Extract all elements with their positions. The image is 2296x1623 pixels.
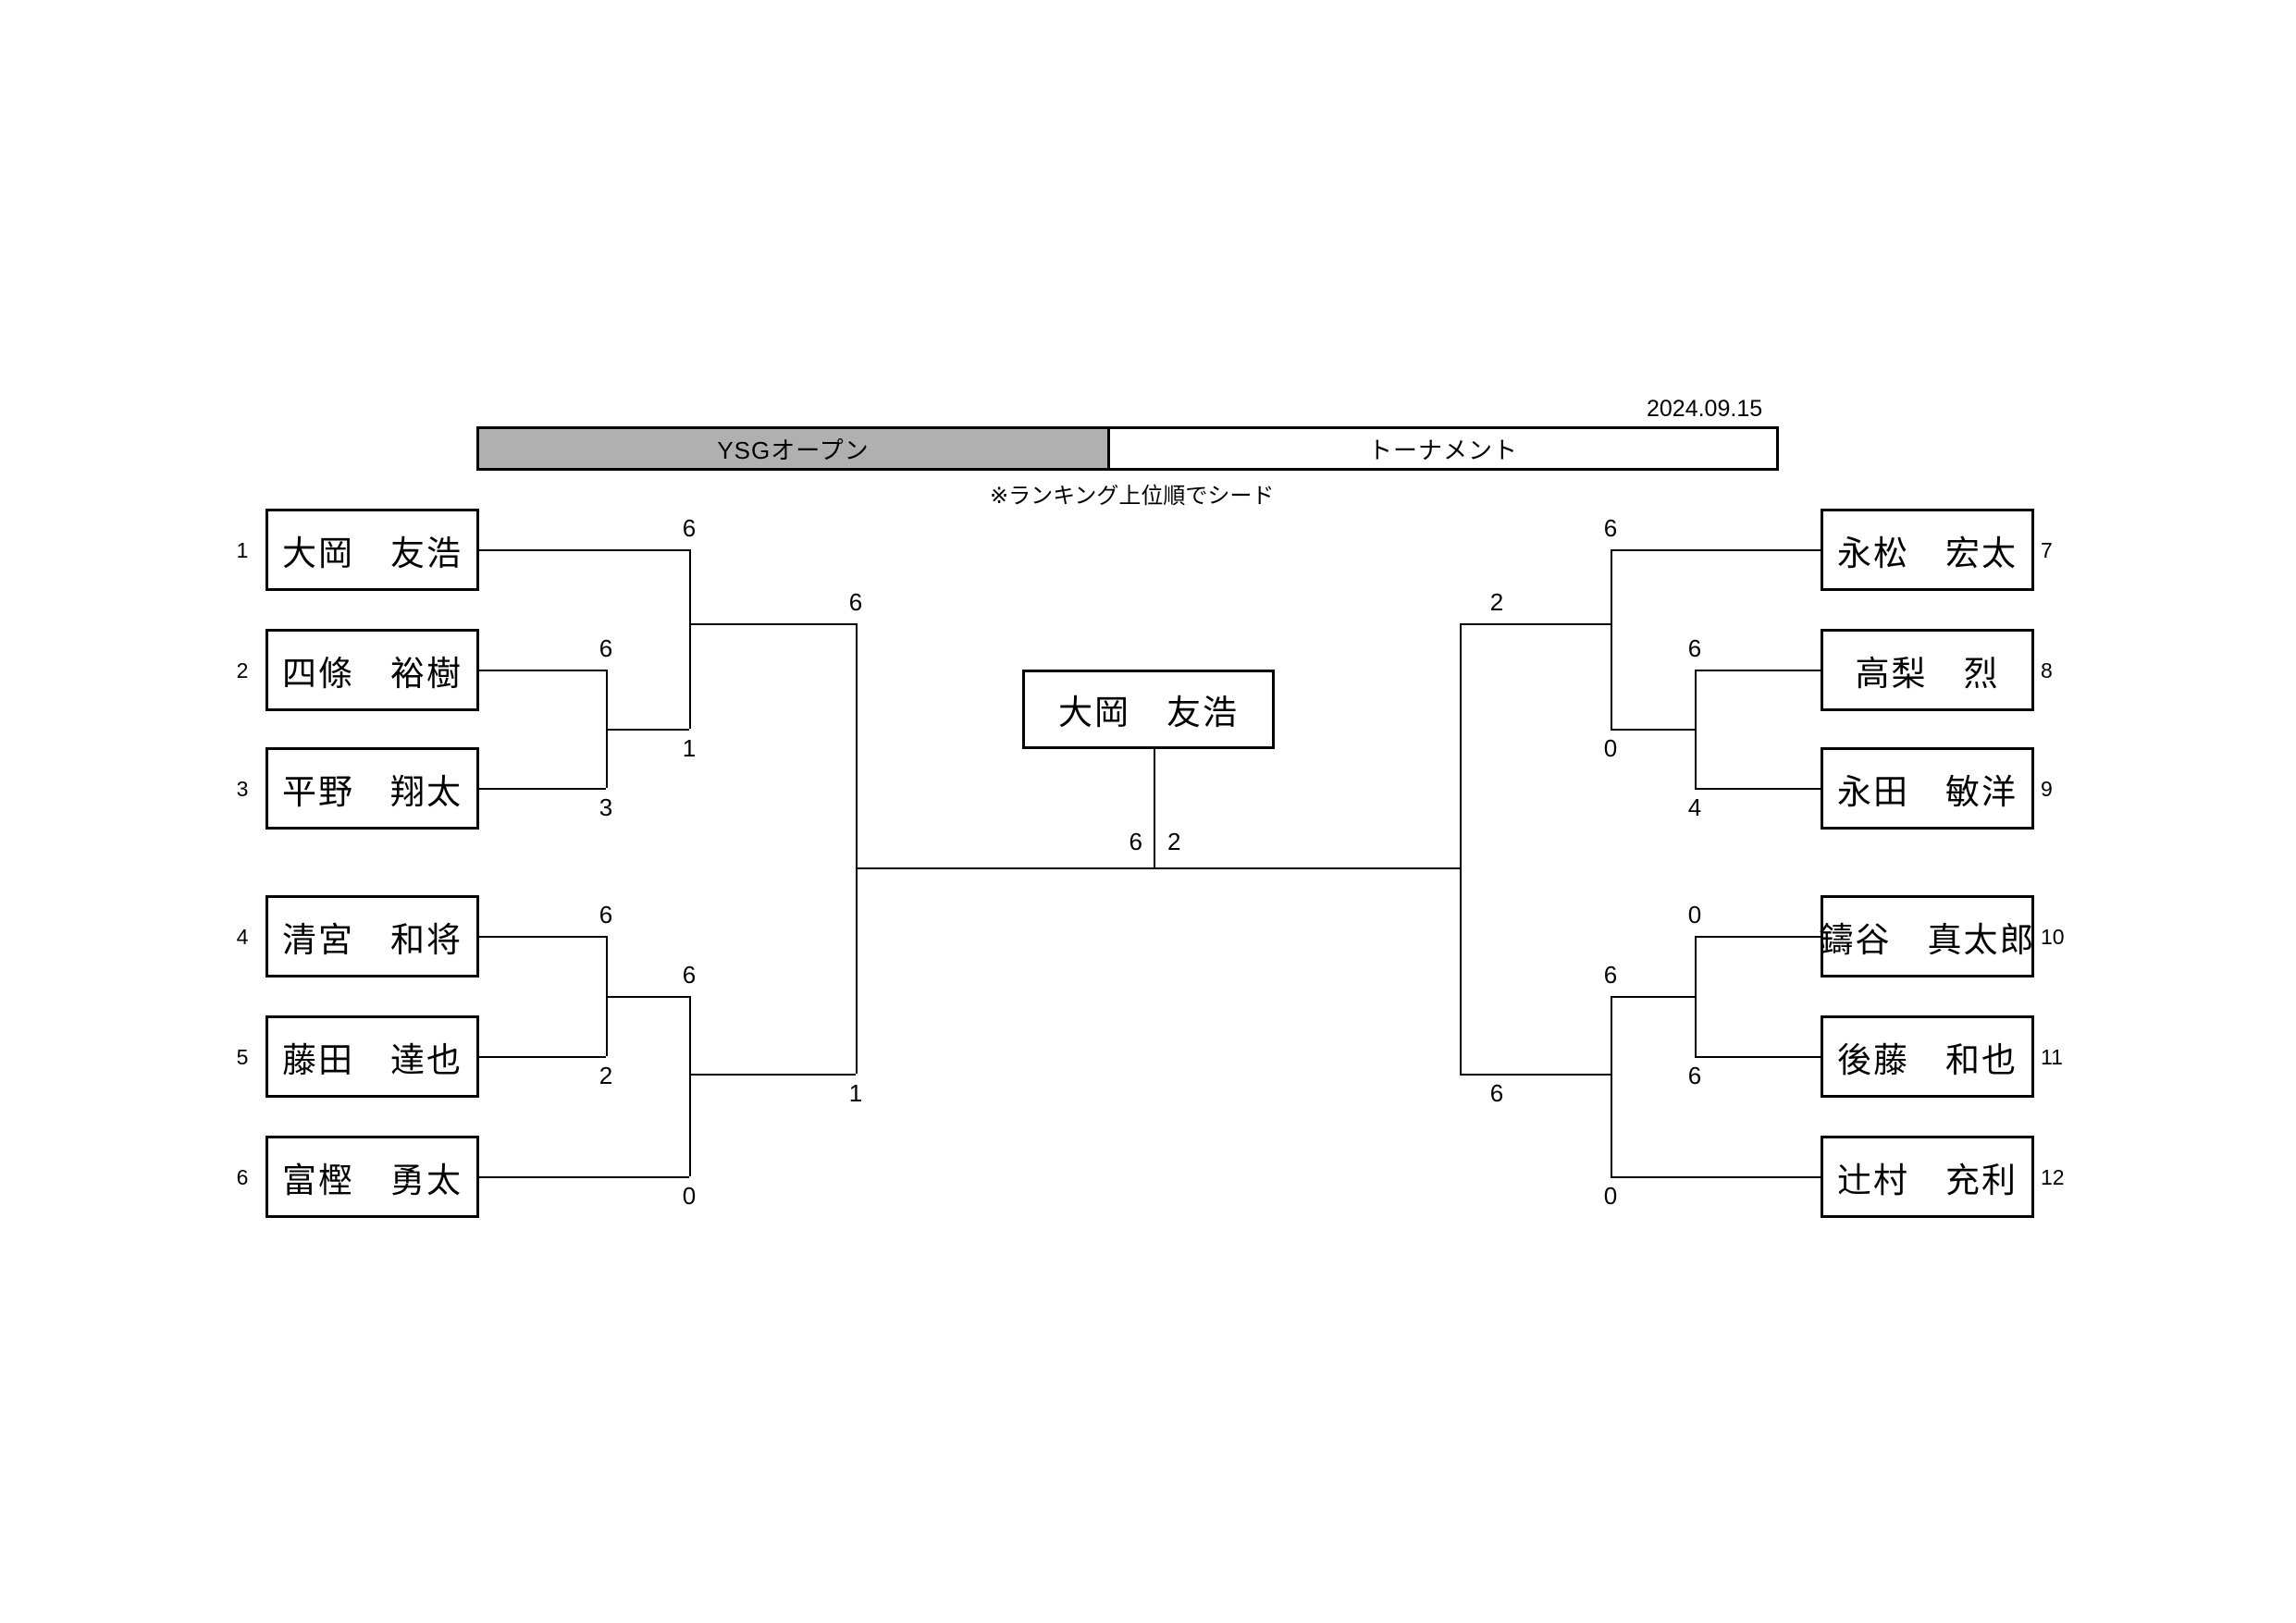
line-champion-stem bbox=[1154, 749, 1155, 867]
score-r-sf-bot: 6 bbox=[1489, 1079, 1504, 1107]
title-left-cell: YSGオープン bbox=[479, 429, 1110, 468]
seed-number-5: 5 bbox=[236, 1045, 249, 1069]
seed-number-12: 12 bbox=[2041, 1165, 2065, 1189]
score-l-sf-bot: 1 bbox=[848, 1079, 863, 1107]
line-r-sf-bot bbox=[1460, 1074, 1611, 1076]
seeding-note: ※ランキング上位順でシード bbox=[990, 484, 1275, 509]
seed-number-10: 10 bbox=[2041, 925, 2065, 949]
score-l-r2-top-bot: 1 bbox=[682, 734, 697, 762]
score-r-r1-bot-top: 0 bbox=[1687, 901, 1702, 928]
line-l-p6-out bbox=[479, 1176, 689, 1178]
score-l-r1-bot-bot: 2 bbox=[599, 1062, 613, 1089]
score-r-r2-top-bot: 0 bbox=[1603, 734, 1618, 762]
player-box-8[interactable]: 高梨 烈 bbox=[1821, 629, 2034, 711]
player-box-7[interactable]: 永松 宏太 bbox=[1821, 509, 2034, 591]
score-r-r1-bot-bot: 6 bbox=[1687, 1062, 1702, 1089]
line-l-p5-out bbox=[479, 1056, 606, 1058]
score-r-sf-top: 2 bbox=[1489, 588, 1504, 616]
line-l-sf-top bbox=[689, 623, 856, 625]
tournament-date: 2024.09.15 bbox=[1647, 396, 1763, 422]
seed-number-8: 8 bbox=[2041, 658, 2053, 682]
player-box-11[interactable]: 後藤 和也 bbox=[1821, 1015, 2034, 1098]
line-l-r2-top-join bbox=[689, 549, 691, 729]
line-r-p11-out bbox=[1695, 1056, 1821, 1058]
player-box-5[interactable]: 藤田 達也 bbox=[265, 1015, 479, 1098]
line-l-r1-bot-winner bbox=[606, 996, 689, 998]
seed-number-4: 4 bbox=[236, 925, 249, 949]
champion-box[interactable]: 大岡 友浩 bbox=[1022, 670, 1275, 749]
line-r-sf-top bbox=[1460, 623, 1611, 625]
line-r-r1-top-winner bbox=[1611, 729, 1695, 731]
line-r-r2-bot-join bbox=[1611, 996, 1612, 1176]
line-r-r2-top-join bbox=[1611, 549, 1612, 729]
score-l-r1-bot-top: 6 bbox=[599, 901, 613, 928]
score-l-r1-top-bot: 3 bbox=[599, 793, 613, 821]
score-l-sf-top: 6 bbox=[848, 588, 863, 616]
player-box-9[interactable]: 永田 敏洋 bbox=[1821, 747, 2034, 830]
line-l-p1-out bbox=[479, 549, 689, 551]
player-box-2[interactable]: 四條 裕樹 bbox=[265, 629, 479, 711]
seed-number-2: 2 bbox=[236, 658, 249, 682]
seed-number-7: 7 bbox=[2041, 538, 2053, 562]
line-r-r1-bot-join bbox=[1695, 936, 1697, 1056]
score-l-r1-top-top: 6 bbox=[599, 634, 613, 662]
line-r-p9-out bbox=[1695, 788, 1821, 790]
line-l-r2-bot-join bbox=[689, 996, 691, 1176]
title-right-cell: トーナメント bbox=[1110, 429, 1776, 468]
player-box-10[interactable]: 鑄谷 真太郎 bbox=[1820, 895, 2034, 977]
score-r-r2-top-top: 6 bbox=[1603, 514, 1618, 542]
score-r-r1-top-top: 6 bbox=[1687, 634, 1702, 662]
seed-number-11: 11 bbox=[2041, 1045, 2063, 1069]
line-l-r1-top-winner bbox=[606, 729, 689, 731]
line-r-r1-bot-winner bbox=[1611, 996, 1695, 998]
score-final-left: 6 bbox=[1129, 828, 1142, 855]
score-r-r1-top-bot: 4 bbox=[1687, 793, 1702, 821]
line-l-p4-out bbox=[479, 936, 606, 938]
seed-number-1: 1 bbox=[236, 538, 249, 562]
line-final bbox=[856, 867, 1460, 869]
player-box-12[interactable]: 辻村 充利 bbox=[1821, 1136, 2034, 1218]
seed-number-3: 3 bbox=[236, 777, 249, 801]
line-r-p7-out bbox=[1611, 549, 1821, 551]
line-l-p2-out bbox=[479, 670, 606, 671]
player-box-1[interactable]: 大岡 友浩 bbox=[265, 509, 479, 591]
player-box-3[interactable]: 平野 翔太 bbox=[265, 747, 479, 830]
seed-number-9: 9 bbox=[2041, 777, 2053, 801]
line-l-sf-join bbox=[856, 623, 858, 1074]
score-final-right: 2 bbox=[1167, 828, 1181, 855]
score-l-r2-bot-top: 6 bbox=[682, 961, 697, 989]
score-r-r2-bot-top: 6 bbox=[1603, 961, 1618, 989]
score-l-r2-top-top: 6 bbox=[682, 514, 697, 542]
line-r-p12-out bbox=[1611, 1176, 1821, 1178]
line-r-sf-join bbox=[1460, 623, 1462, 1074]
player-box-6[interactable]: 富樫 勇太 bbox=[265, 1136, 479, 1218]
line-r-r1-top-join bbox=[1695, 670, 1697, 788]
line-r-p8-out bbox=[1695, 670, 1821, 671]
line-l-p3-out bbox=[479, 788, 606, 790]
score-l-r2-bot-bot: 0 bbox=[682, 1182, 697, 1210]
line-l-sf-bot bbox=[689, 1074, 856, 1076]
title-bar: YSGオープン トーナメント bbox=[476, 426, 1779, 471]
seed-number-6: 6 bbox=[236, 1165, 249, 1189]
score-r-r2-bot-bot: 0 bbox=[1603, 1182, 1618, 1210]
line-r-p10-out bbox=[1695, 936, 1821, 938]
player-box-4[interactable]: 清宮 和将 bbox=[265, 895, 479, 977]
